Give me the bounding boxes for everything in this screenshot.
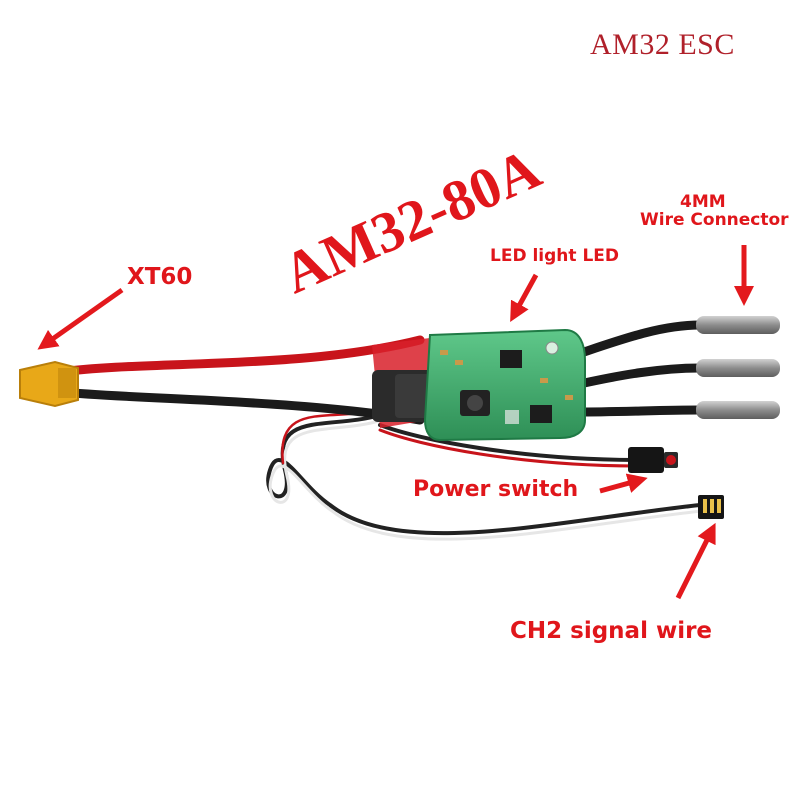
annotation-arrows bbox=[37, 245, 754, 600]
bullet-connectors-4mm bbox=[696, 316, 780, 419]
motor-wires bbox=[570, 320, 705, 417]
power-switch-connector bbox=[628, 447, 678, 473]
wire-connector-label-size: 4MM bbox=[680, 192, 726, 212]
xt60-connector bbox=[19, 360, 79, 408]
arrow-power-switch bbox=[599, 473, 648, 494]
arrow-ch2 bbox=[675, 522, 716, 600]
esc-body bbox=[372, 328, 586, 442]
power-wires bbox=[55, 335, 425, 425]
power-switch-label: Power switch bbox=[413, 477, 579, 502]
page-title: AM32 ESC bbox=[590, 28, 735, 61]
wire-connector-label: Wire Connector bbox=[640, 210, 789, 230]
arrow-led bbox=[510, 273, 539, 323]
ch2-signal-wire-label: CH2 signal wire bbox=[510, 618, 713, 644]
xt60-label: XT60 bbox=[127, 264, 193, 290]
led-light-label: LED light LED bbox=[490, 246, 620, 266]
arrow-xt60 bbox=[37, 287, 124, 350]
servo-plug-ch2 bbox=[698, 495, 724, 519]
